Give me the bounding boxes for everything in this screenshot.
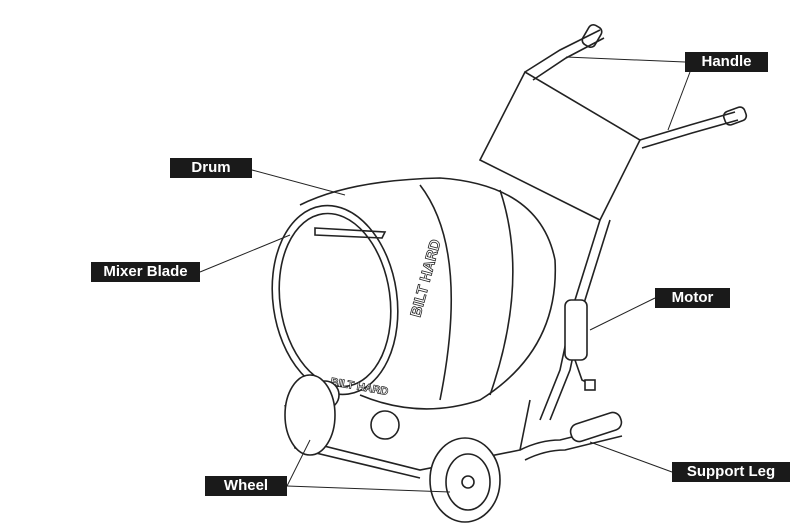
label-drum: Drum <box>170 158 252 178</box>
motor <box>564 299 596 391</box>
leader-lines <box>199 56 691 493</box>
wheels <box>284 374 501 523</box>
label-motor: Motor <box>655 288 730 308</box>
label-mixer-blade: Mixer Blade <box>91 262 200 282</box>
label-support-leg: Support Leg <box>672 462 790 482</box>
label-wheel: Wheel <box>205 476 287 496</box>
drum: BILT HARD BILT HARD <box>271 177 557 410</box>
label-handle: Handle <box>685 52 768 72</box>
